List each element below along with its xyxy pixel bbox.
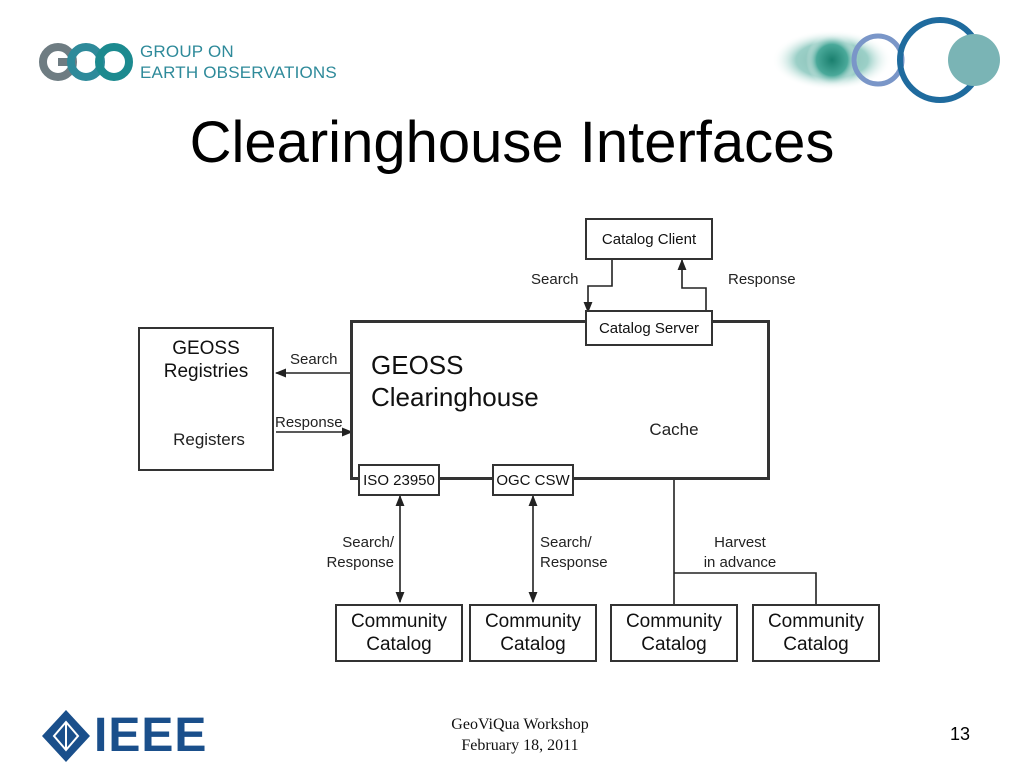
iso-sr-line1: Search/: [342, 534, 394, 551]
harvest-line2: in advance: [703, 554, 777, 571]
decorative-circles-icon: [772, 17, 1000, 103]
geo-logo-mark-icon: [39, 43, 133, 81]
community-catalog-2-line1: Community: [484, 611, 582, 632]
server-response-arrow: [677, 258, 707, 312]
catalog-client-box: Catalog Client: [585, 218, 713, 260]
geo-logo: GROUP ON EARTH OBSERVATIONS: [38, 38, 338, 88]
iso-sr-line2: Response: [326, 554, 394, 571]
community-catalog-4-line2: Catalog: [783, 634, 849, 655]
community-catalog-1: Community Catalog: [335, 604, 463, 662]
registries-label: GEOSS Registries: [140, 337, 272, 383]
page-number: 13: [949, 724, 970, 744]
org-name-line1: GROUP ON: [140, 42, 234, 61]
ogc-sr-line1: Search/: [540, 534, 592, 551]
community-catalog-2: Community Catalog: [469, 604, 597, 662]
clearinghouse-diagram: Catalog Client Search Response GEOSS Cle…: [0, 200, 1024, 680]
client-search-label: Search: [531, 271, 579, 288]
org-name: GROUP ON EARTH OBSERVATIONS: [140, 41, 337, 83]
harvest-line1: Harvest: [714, 534, 766, 551]
registries-line1: GEOSS: [172, 338, 240, 359]
community-catalog-3: Community Catalog: [610, 604, 738, 662]
harvest-label: Harvest in advance: [690, 533, 790, 573]
client-search-arrow: [583, 242, 613, 314]
clearinghouse-line2: Clearinghouse: [371, 382, 539, 412]
registries-box: GEOSS Registries: [138, 327, 274, 471]
ogc-sr-line2: Response: [540, 554, 608, 571]
community-catalog-3-line2: Catalog: [641, 634, 707, 655]
cache-label: Cache: [649, 420, 699, 439]
community-catalog-4-line1: Community: [767, 611, 865, 632]
registers-label: Registers: [173, 430, 245, 449]
footer-line2: February 18, 2011: [461, 737, 579, 754]
clearinghouse-label: GEOSS Clearinghouse: [371, 349, 539, 413]
registries-search-label: Search: [290, 351, 338, 368]
ogc-search-response-label: Search/ Response: [540, 533, 608, 573]
clearinghouse-box: GEOSS Clearinghouse: [350, 320, 770, 480]
ieee-logo: IEEE: [40, 708, 210, 764]
ogc-csw-label: OGC CSW: [496, 471, 570, 489]
community-catalog-3-line1: Community: [625, 611, 723, 632]
catalog-server-box: Catalog Server: [585, 310, 713, 346]
registries-line2: Registries: [163, 361, 249, 382]
footer-text: GeoViQua Workshop February 18, 2011: [400, 714, 640, 756]
community-catalog-1-line2: Catalog: [366, 634, 432, 655]
community-catalog-2-line2: Catalog: [500, 634, 566, 655]
catalog-client-label: Catalog Client: [601, 230, 697, 248]
org-name-line2: EARTH OBSERVATIONS: [140, 63, 337, 82]
harvest-branch-line: [674, 572, 817, 604]
ogc-csw-box: OGC CSW: [492, 464, 574, 496]
registries-response-label: Response: [275, 414, 343, 431]
footer-line1: GeoViQua Workshop: [451, 716, 589, 733]
iso-search-response-label: Search/ Response: [322, 533, 394, 573]
community-catalog-4: Community Catalog: [752, 604, 880, 662]
community-catalog-1-line1: Community: [350, 611, 448, 632]
ieee-logo-mark-icon: [42, 710, 90, 762]
server-response-label: Response: [728, 271, 796, 288]
page-title: Clearinghouse Interfaces: [189, 110, 835, 175]
iso-23950-label: ISO 23950: [363, 471, 435, 489]
iso-23950-box: ISO 23950: [358, 464, 440, 496]
catalog-server-label: Catalog Server: [598, 319, 700, 337]
clearinghouse-line1: GEOSS: [371, 350, 464, 380]
ieee-wordmark: IEEE: [94, 709, 208, 762]
